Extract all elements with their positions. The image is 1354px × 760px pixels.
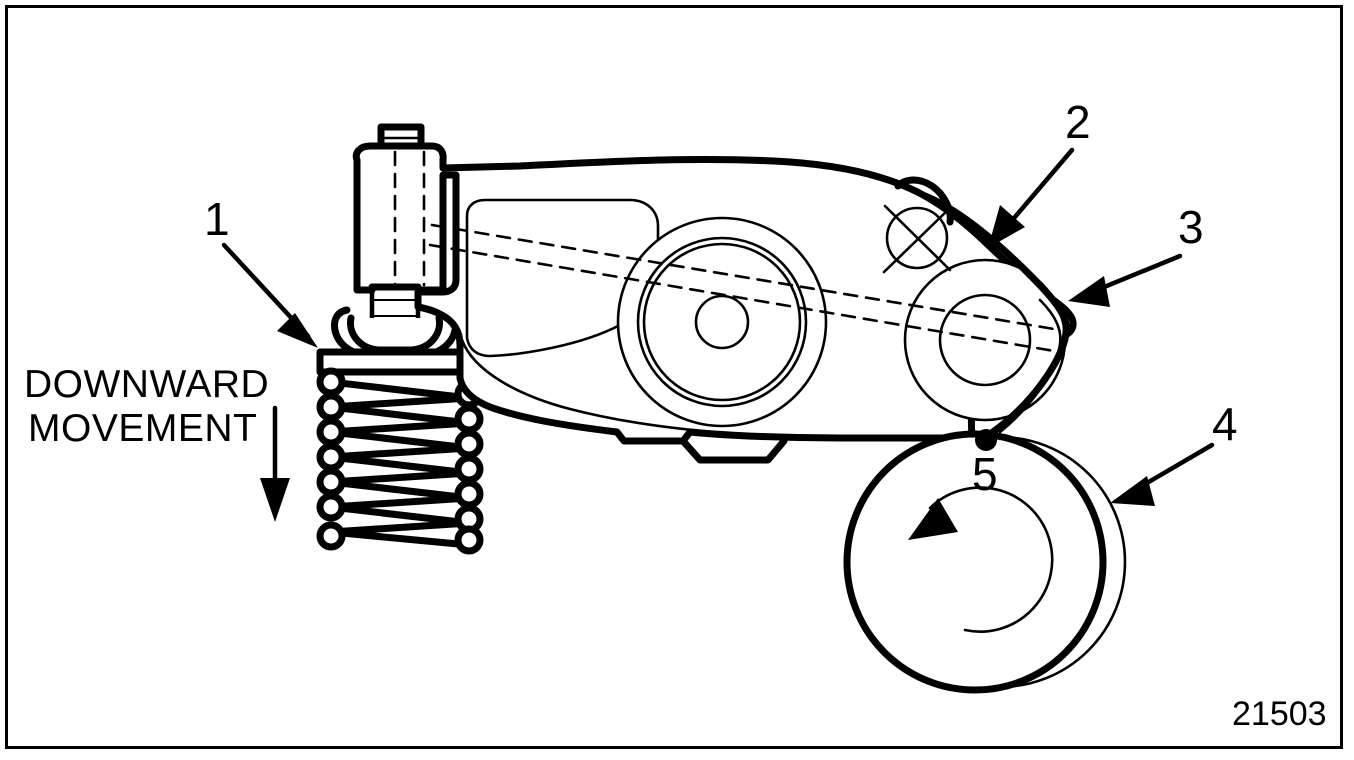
- roller-cam-contact-point: [975, 429, 997, 451]
- rocker-shaft-pivot-bore: [616, 216, 828, 428]
- callout-4-arrowhead: [1110, 476, 1155, 506]
- rocker-arm-bottom-boss: [679, 437, 788, 464]
- assembly-centerline: [393, 150, 1062, 354]
- downward-movement-annotation: DOWNWARD MOVEMENT: [24, 363, 290, 522]
- swivel-foot: [330, 306, 460, 360]
- callout-3: 3: [1068, 201, 1204, 307]
- callout-2: 2: [988, 96, 1091, 248]
- callout-2-label: 2: [1065, 96, 1091, 148]
- rotation-arrow-ccw: [908, 486, 1054, 633]
- callout-1: 1: [204, 193, 318, 348]
- downward-arrowhead: [260, 478, 290, 522]
- page-border-frame: [5, 5, 1343, 749]
- spring-retainer-cap: [316, 348, 484, 376]
- movement-label-line2: MOVEMENT: [28, 407, 257, 450]
- callout-2-arrowhead: [988, 205, 1025, 248]
- callout-5-label: 5: [972, 448, 998, 500]
- valve-spring: [316, 367, 484, 555]
- downward-movement-arrow: [260, 405, 290, 522]
- oil-hole-cross-symbol: [882, 204, 952, 274]
- callout-1-label: 1: [204, 193, 230, 245]
- callout-5: 5: [972, 448, 998, 500]
- rocker-arm-body: [352, 142, 1077, 464]
- movement-label-line1: DOWNWARD: [24, 363, 269, 406]
- figure-number: 21503: [1232, 695, 1327, 733]
- callout-1-arrowhead: [277, 313, 318, 348]
- callout-4-label: 4: [1212, 398, 1238, 450]
- callout-4: 4: [1110, 398, 1238, 506]
- callout-3-label: 3: [1178, 201, 1204, 253]
- callout-3-arrowhead: [1068, 276, 1110, 307]
- camshaft-lobe: [843, 430, 1127, 694]
